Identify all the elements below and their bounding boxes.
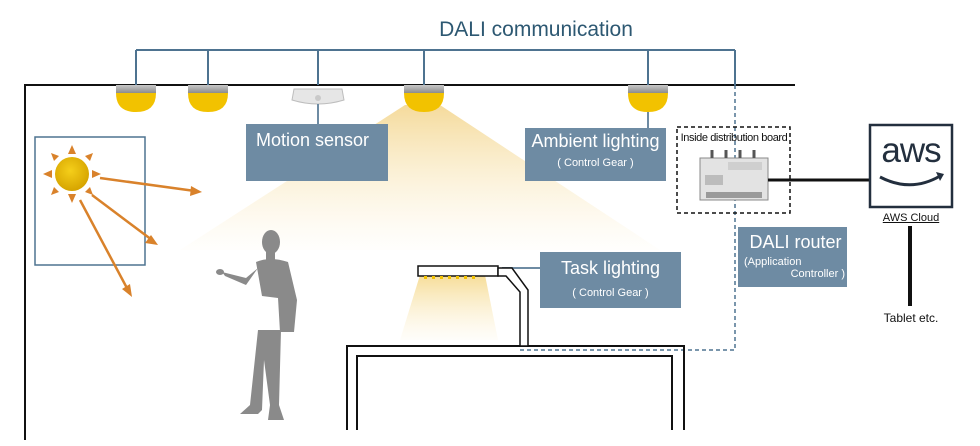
desk [346, 345, 685, 430]
motion-sensor-device [291, 88, 345, 105]
sun-icon [43, 145, 101, 203]
task-lamp [417, 265, 529, 347]
ceiling-lamp [628, 85, 668, 112]
ambient-lighting-label: Ambient lighting ( Control Gear ) [525, 128, 666, 181]
person-silhouette [216, 230, 297, 420]
ceiling-lamp [188, 85, 228, 112]
dali-router-device [699, 150, 769, 201]
aws-logo-text: aws [881, 131, 941, 170]
task-lighting-label: Task lighting ( Control Gear ) [540, 252, 681, 308]
aws-smile-icon [879, 174, 941, 187]
aws-logo-box [868, 123, 954, 209]
dali-router-label: DALI router (Application Controller ) [738, 227, 847, 287]
diagram-title: DALI communication [439, 18, 633, 41]
ambient-light-cone [180, 105, 660, 250]
ceiling-lamp [116, 85, 156, 112]
motion-sensor-label: Motion sensor [246, 124, 388, 181]
room-outline [24, 84, 795, 440]
ceiling-lamp [404, 85, 444, 112]
dali-bus [135, 49, 736, 85]
window-frame [34, 136, 146, 266]
distribution-board [676, 126, 791, 214]
dali-bus-dashed [520, 85, 736, 351]
distribution-board-caption: Inside distribution board [680, 132, 788, 144]
task-light-cone [400, 275, 498, 340]
tablet-caption: Tablet etc. [883, 311, 939, 325]
aws-cloud-caption: AWS Cloud [882, 212, 940, 224]
sun-rays [78, 176, 202, 297]
